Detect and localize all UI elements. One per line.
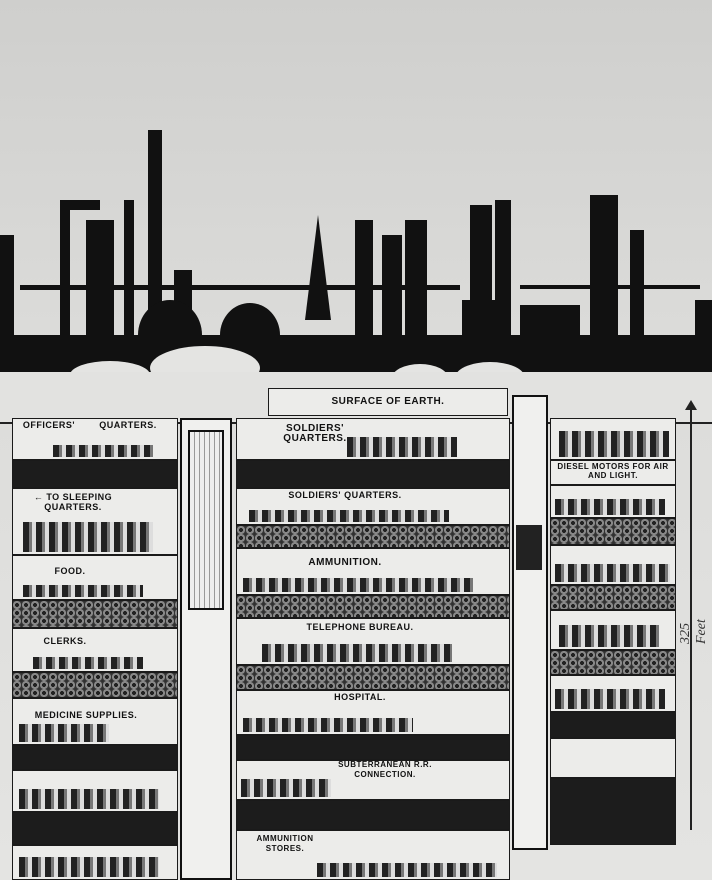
storage-room [550,485,676,518]
room-label: Ammunition. [308,557,382,568]
rock-layer [12,812,178,845]
rock-layer [12,745,178,770]
room-label: Food. [54,566,86,576]
soldiers-quarters-room [236,418,510,460]
clerks-room [12,628,178,672]
rubble-layer [12,600,178,628]
rock-layer [550,712,676,738]
telephone-bureau-room [236,618,510,665]
arrow-head-up-icon [685,400,697,410]
room-label: Soldiers' Quarters. [288,490,402,500]
soldiers-quarters-room [236,488,510,525]
surface-label-box [268,388,508,416]
surface-label: Surface of Earth. [331,396,445,407]
room-label: Subterranean R.R. Connection. [338,760,432,779]
hospital-room [236,690,510,735]
rubble-layer [236,525,510,548]
refinery-skyline-silhouette [0,130,712,394]
bottom-room [12,845,178,880]
ammunition-stores-room [236,830,510,880]
rock-layer [236,800,510,830]
room-label: Hospital. [334,692,386,702]
rubble-layer [12,672,178,698]
rubble-layer [550,585,676,610]
elevator-car-right [516,525,542,570]
elevator-shaft-right [512,395,548,850]
rock-layer [550,778,676,845]
room-label: Medicine Supplies. [34,710,138,720]
storage-room [550,610,676,650]
storage-room [550,738,676,778]
railway-car-room [12,770,178,812]
machinery-room [550,418,676,460]
rock-layer [236,460,510,488]
room-label: Soldiers' Quarters. [283,423,347,444]
rubble-layer [550,518,676,545]
rock-layer [236,735,510,760]
medicine-supplies-room [12,698,178,745]
elevator-car [188,430,224,610]
ammunition-room [236,548,510,595]
room-label: Quarters. [99,420,157,430]
rubble-layer [236,665,510,690]
room-label: Clerks. [43,636,87,646]
rubble-layer [236,595,510,618]
diesel-motors-room [550,460,676,485]
sleeping-quarters-room [12,488,178,555]
storage-room [550,545,676,585]
room-label: Telephone Bureau. [306,622,414,632]
room-label: Officers' [22,420,76,430]
storage-room [550,675,676,712]
depth-dimension-arrow [690,405,692,830]
room-label: Ammunition Stores. [256,834,314,853]
room-label: ← To Sleeping Quarters. [33,492,113,512]
officers-quarters-room [12,418,178,460]
depth-label: 325 Feet [678,619,709,644]
rubble-layer [550,650,676,675]
room-label: Diesel Motors for Air and Light. [557,462,669,480]
railroad-connection-room [236,760,510,800]
rock-layer [12,460,178,488]
food-room [12,555,178,600]
